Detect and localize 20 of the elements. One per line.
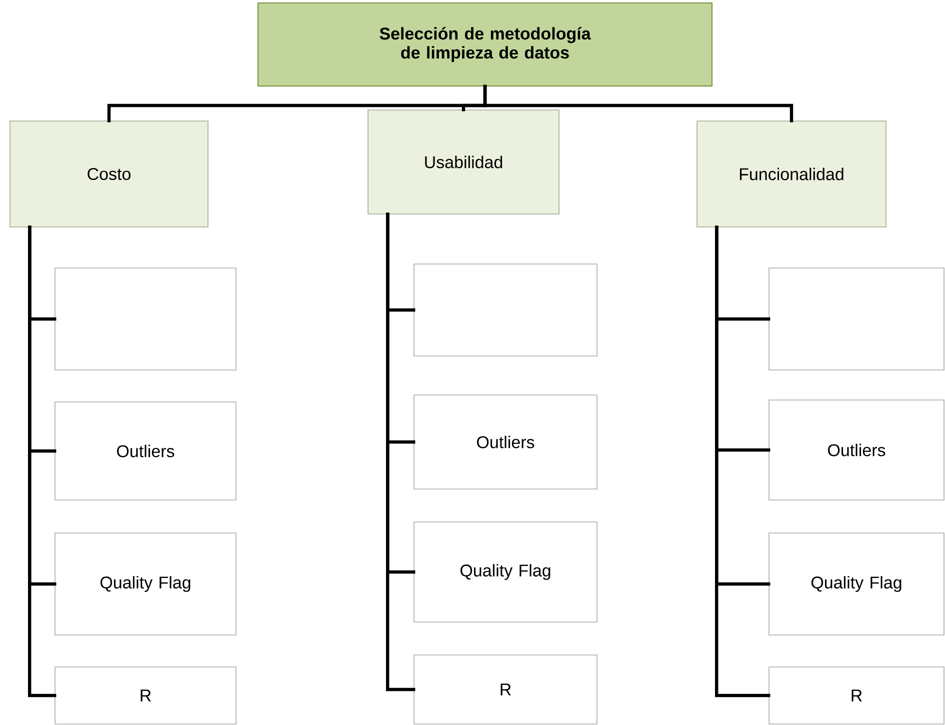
item-box: Quality Flag xyxy=(54,532,236,636)
item-box: R xyxy=(54,666,236,724)
item-box: R xyxy=(768,666,944,724)
empty-box xyxy=(54,268,236,370)
connector-line xyxy=(715,226,770,698)
empty-box xyxy=(768,268,944,370)
category-box: Funcionalidad xyxy=(696,120,886,228)
connector-line xyxy=(386,212,416,692)
category-box: Costo xyxy=(10,120,208,228)
item-box: Outliers xyxy=(414,394,598,490)
root-box: Selección de metodología de limpieza de datos xyxy=(258,2,712,86)
item-box: Quality Flag xyxy=(768,532,944,636)
item-box: Quality Flag xyxy=(414,522,598,622)
item-box: Outliers xyxy=(54,402,236,500)
item-box: R xyxy=(414,654,598,724)
connector-line xyxy=(483,84,794,122)
empty-box xyxy=(414,264,598,356)
item-box: Outliers xyxy=(768,400,944,500)
category-box: Usabilidad xyxy=(368,110,560,214)
connector-line xyxy=(28,226,56,698)
